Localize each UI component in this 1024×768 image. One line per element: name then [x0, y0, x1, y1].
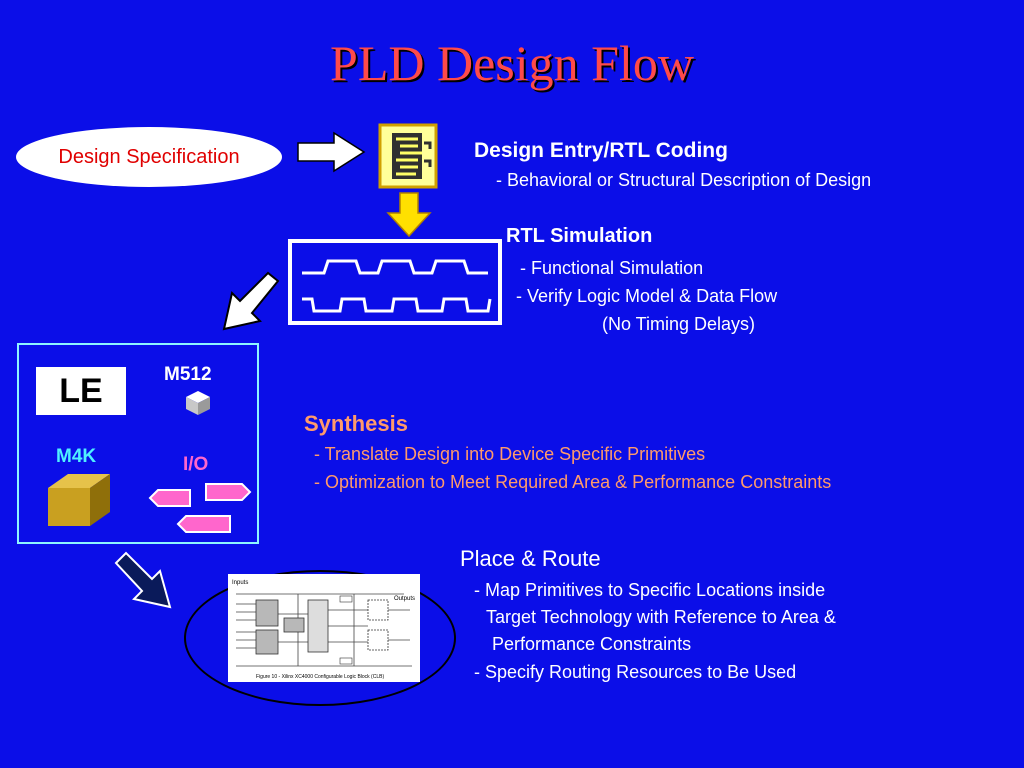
place-route-line-2: Target Technology with Reference to Area… — [486, 607, 836, 627]
place-route-oval — [184, 570, 456, 706]
down-left-arrow-icon — [222, 271, 280, 331]
clb-schematic: Inputs Outputs Figure 1 — [232, 580, 415, 680]
clb-inputs-label: Inputs — [232, 580, 248, 586]
code-document-icon — [378, 123, 438, 189]
synthesis-heading: Synthesis — [304, 411, 408, 436]
design-specification-node: Design Specification — [16, 127, 282, 187]
m512-block-icon — [186, 391, 210, 415]
rtl-simulation-line-2: - Verify Logic Model & Data Flow — [516, 286, 778, 306]
design-entry-heading: Design Entry/RTL Coding — [474, 139, 728, 162]
right-arrow-icon — [297, 131, 366, 173]
place-route-line-4: - Specify Routing Resources to Be Used — [474, 662, 797, 682]
device-primitives-box — [17, 343, 259, 544]
le-label: LE — [59, 371, 103, 410]
m4k-block-icon — [48, 474, 110, 526]
io-blocks-icon — [148, 483, 252, 533]
rtl-simulation-line-3: (No Timing Delays) — [602, 314, 756, 334]
place-route-heading: Place & Route — [460, 546, 601, 571]
clb-caption: Figure 10 - Xilinx XC4000 Configurable L… — [256, 674, 384, 680]
place-route-line-1: - Map Primitives to Specific Locations i… — [474, 580, 826, 600]
m4k-label: M4K — [56, 446, 97, 467]
io-label: I/O — [183, 454, 209, 475]
design-specification-label: Design Specification — [58, 145, 240, 168]
waveform-icon — [302, 259, 492, 313]
rtl-simulation-heading: RTL Simulation — [506, 225, 653, 247]
logic-element-block: LE — [36, 367, 126, 415]
rtl-simulation-line-1: - Functional Simulation — [520, 258, 704, 278]
m512-label: M512 — [164, 364, 212, 385]
synthesis-line-1: - Translate Design into Device Specific … — [314, 444, 706, 464]
waveform-display — [288, 239, 502, 325]
down-arrow-icon — [386, 192, 432, 238]
down-right-arrow-icon — [114, 551, 172, 609]
clb-outputs-label: Outputs — [394, 596, 415, 602]
place-route-line-3: Performance Constraints — [492, 634, 692, 654]
page-title: PLD Design Flow — [330, 35, 694, 91]
design-entry-description: - Behavioral or Structural Description o… — [496, 170, 872, 190]
clb-figure: Inputs Outputs Figure 1 — [228, 574, 420, 682]
synthesis-line-2: - Optimization to Meet Required Area & P… — [314, 472, 832, 492]
